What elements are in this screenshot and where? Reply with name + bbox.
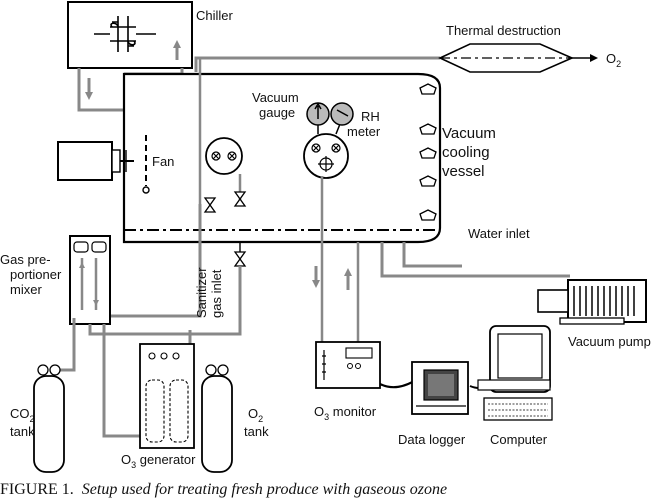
o2-output-label: O2: [606, 51, 621, 69]
water-inlet-label: Water inlet: [468, 226, 530, 241]
mixer-label-1: Gas pre-: [0, 252, 51, 267]
computer-label: Computer: [490, 432, 548, 447]
o2-tank: [201, 364, 233, 473]
o3-monitor-label: O3 monitor: [314, 404, 377, 422]
chiller: [67, 1, 193, 69]
vessel-label-3: vessel: [442, 163, 485, 180]
sanitizer-distributor: [205, 137, 243, 175]
computer: [469, 325, 553, 421]
thermal-destruction-label: Thermal destruction: [446, 23, 561, 38]
vacuum-gauge-label-2: gauge: [259, 105, 295, 120]
co2-tank-label-2: tank: [10, 424, 35, 439]
rh-meter-icon: [330, 102, 354, 135]
vacuum-pump-label: Vacuum pump: [568, 334, 651, 349]
vacuum-cooling-vessel: [122, 72, 442, 244]
monitor-lines: [320, 176, 360, 342]
gas-mixer: [69, 235, 111, 325]
vacuum-gauge-label-1: Vacuum: [252, 90, 299, 105]
fan-label: Fan: [152, 154, 174, 169]
chiller-flow-arrows: [85, 40, 181, 100]
mixer-label-3: mixer: [10, 282, 42, 297]
mixer-label-2: portioner: [10, 267, 62, 282]
water-inlet-pipe: [402, 242, 462, 268]
chiller-label: Chiller: [196, 8, 234, 23]
o3-monitor: [315, 341, 381, 389]
vessel-label-1: Vacuum: [442, 125, 496, 142]
rh-meter-label-2: meter: [347, 124, 381, 139]
logger-cable: [379, 379, 417, 389]
o3-generator: [139, 343, 195, 449]
sanitizer-label-1: Sanitizer: [194, 267, 209, 318]
o2-tank-label-1: O2: [248, 406, 263, 424]
monitor-flow-arrows: [312, 266, 352, 290]
co2-tank-label-1: CO2: [10, 406, 35, 424]
figure-caption: FIGURE 1.Setup used for treating fresh p…: [0, 481, 447, 498]
rh-meter-label-1: RH: [361, 109, 380, 124]
o3-generator-label: O3 generator: [121, 452, 196, 470]
fan-motor: [57, 141, 134, 181]
gas-feed-pipes: [54, 266, 242, 438]
door-clamps: [419, 83, 437, 221]
data-logger: [411, 361, 469, 415]
co2-tank: [33, 364, 65, 473]
data-logger-label: Data logger: [398, 432, 466, 447]
vacuum-gauge-icon: [306, 102, 330, 134]
vessel-label-2: cooling: [442, 144, 490, 161]
rh-sensor-housing: [303, 133, 349, 179]
vacuum-pump: [537, 279, 647, 325]
valves: [203, 191, 247, 267]
vacuum-pump-pipe: [380, 242, 570, 278]
thermal-destruction-unit: [194, 43, 598, 73]
sanitizer-label-2: gas inlet: [209, 269, 224, 318]
o2-tank-label-2: tank: [244, 424, 269, 439]
